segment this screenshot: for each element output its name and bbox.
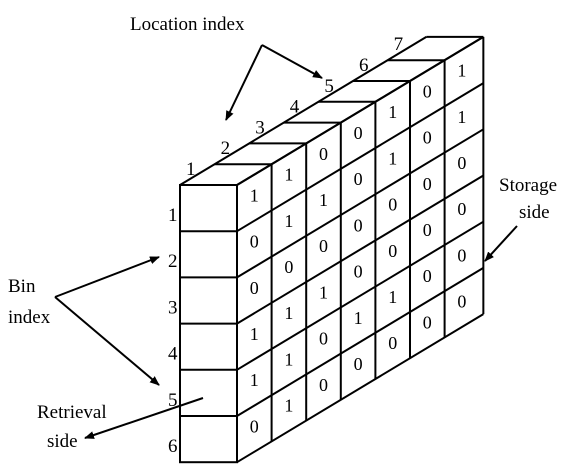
cell-value: 0 [388, 241, 397, 261]
bin-number: 3 [168, 297, 178, 318]
cell-value: 1 [284, 396, 293, 416]
cell-value: 1 [284, 349, 293, 369]
location-number: 2 [221, 138, 231, 159]
cell-value: 1 [388, 287, 397, 307]
cell-value: 1 [250, 324, 259, 344]
location-number: 1 [186, 159, 196, 180]
right-face-row-line [236, 313, 484, 464]
cell-value: 0 [457, 199, 466, 219]
right-face-row-line [236, 36, 484, 186]
cell-value: 0 [457, 245, 466, 265]
cell-value: 0 [354, 169, 363, 189]
cell-value: 0 [423, 128, 432, 148]
cell-value: 0 [457, 153, 466, 173]
cell-values: 1 1 0 0 1 0 1 0 1 1 0 1 0 1 0 0 0 0 0 0 0 1 1 1 0 0 0 0 1 1 0 1 1 0 0 0 1 0 0 0… [250, 61, 467, 437]
location-index-numbers: 1 2 3 4 5 6 7 [186, 34, 403, 180]
cell-value: 1 [319, 282, 328, 302]
cell-value: 0 [354, 123, 363, 143]
cell-value: 1 [457, 61, 466, 81]
cell-value: 0 [423, 81, 432, 101]
location-index-arrow-to-2 [225, 44, 263, 121]
cell-value: 0 [319, 144, 328, 164]
cell-value: 1 [457, 107, 466, 127]
bin-number: 4 [168, 344, 178, 365]
location-number: 3 [255, 117, 265, 138]
cell-value: 1 [388, 148, 397, 168]
right-face-row-line [236, 82, 484, 233]
location-number: 5 [324, 76, 334, 97]
cell-value: 0 [319, 329, 328, 349]
retrieval-side-arrow [84, 397, 204, 439]
cell-value: 0 [319, 236, 328, 256]
cell-value: 1 [284, 211, 293, 231]
cell-value: 1 [388, 102, 397, 122]
top-face-left-edge [179, 36, 427, 186]
cell-value: 1 [250, 185, 259, 205]
right-face-row-line [236, 174, 484, 325]
cell-value: 0 [354, 354, 363, 374]
cell-value: 0 [423, 220, 432, 240]
bin-number: 6 [168, 436, 178, 457]
cell-value: 1 [354, 308, 363, 328]
bin-index-numbers: 1 2 3 4 5 6 [168, 205, 178, 457]
bin-index-label-line1: Bin [8, 276, 36, 297]
bin-number: 1 [168, 205, 178, 226]
cell-value: 1 [284, 303, 293, 323]
cell-value: 0 [250, 278, 259, 298]
location-number: 7 [394, 34, 404, 55]
storage-rack-structure [179, 35, 485, 464]
cell-value: 1 [319, 190, 328, 210]
location-number: 4 [290, 97, 300, 118]
cell-value: 0 [423, 266, 432, 286]
cell-value: 0 [388, 333, 397, 353]
cell-value: 0 [354, 262, 363, 282]
location-number: 6 [359, 55, 369, 76]
cell-value: 0 [319, 375, 328, 395]
cell-value: 0 [423, 174, 432, 194]
retrieval-side-label-line2: side [47, 431, 78, 452]
location-index-label: Location index [130, 14, 245, 35]
cell-value: 0 [457, 292, 466, 312]
cell-value: 0 [250, 416, 259, 436]
cell-value: 0 [284, 257, 293, 277]
cell-value: 0 [354, 215, 363, 235]
cell-value: 1 [250, 370, 259, 390]
storage-side-label-line2: side [519, 202, 550, 223]
bin-index-arrow-to-2 [54, 256, 160, 298]
right-face-row-line [236, 128, 484, 279]
cell-value: 0 [250, 232, 259, 252]
arrows [54, 44, 518, 439]
location-index-arrow-to-5 [261, 44, 323, 79]
cell-value: 0 [423, 312, 432, 332]
storage-side-arrow [484, 225, 518, 262]
cell-value: 0 [388, 195, 397, 215]
cell-value: 1 [284, 165, 293, 185]
right-face-row-line [236, 267, 484, 417]
bin-index-label-line2: index [8, 307, 51, 328]
storage-side-label-line1: Storage [499, 175, 557, 196]
bin-number: 2 [168, 251, 178, 272]
right-face-row-line [236, 220, 484, 371]
bin-number: 5 [168, 390, 178, 411]
bin-index-arrow-to-5 [54, 296, 160, 386]
retrieval-side-label-line1: Retrieval [37, 402, 107, 423]
